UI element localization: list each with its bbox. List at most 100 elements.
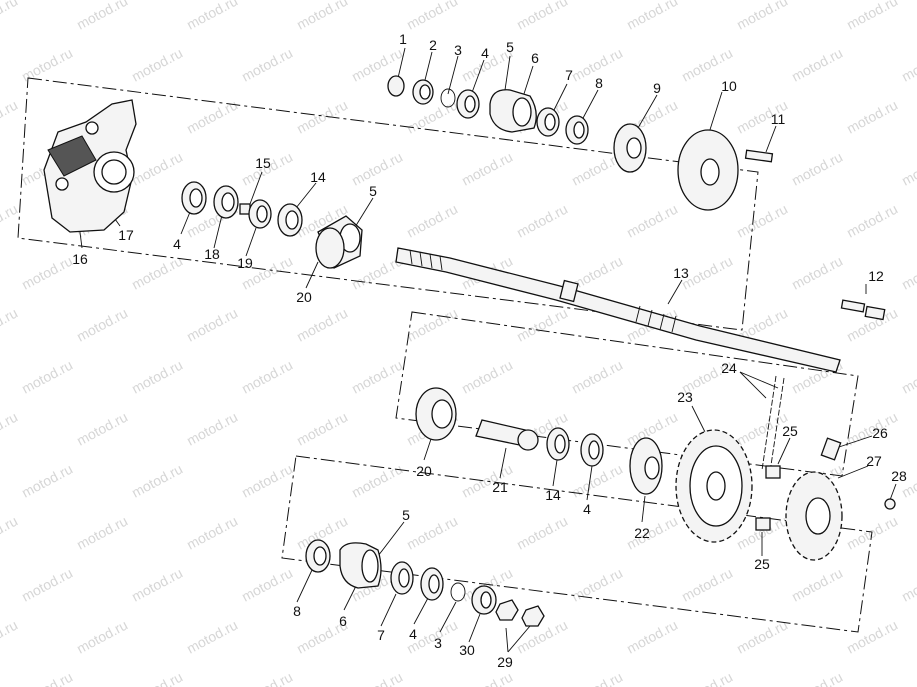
callout-28: 28 bbox=[891, 468, 907, 484]
watermark-text: motod.ru bbox=[679, 565, 735, 605]
callout-21: 21 bbox=[492, 479, 508, 495]
watermark-text: motod.ru bbox=[899, 565, 917, 605]
watermark-text: motod.ru bbox=[899, 669, 917, 687]
watermark-text: motod.ru bbox=[899, 45, 917, 85]
watermark-text: motod.ru bbox=[514, 617, 570, 657]
watermark-text: motod.ru bbox=[349, 149, 405, 189]
callout-4-mid: 4 bbox=[583, 501, 591, 517]
watermark-text: motod.ru bbox=[404, 201, 460, 241]
watermark-text: motod.ru bbox=[404, 513, 460, 553]
callout-25: 25 bbox=[782, 423, 798, 439]
callout-22: 22 bbox=[634, 525, 650, 541]
watermark-text: motod.ru bbox=[459, 669, 515, 687]
watermark-text: motod.ru bbox=[184, 617, 240, 657]
watermark-text: motod.ru bbox=[294, 409, 350, 449]
watermark-text: motod.ru bbox=[0, 97, 20, 137]
callout-29: 29 bbox=[497, 654, 513, 670]
watermark-text: motod.ru bbox=[129, 461, 185, 501]
callout-7-low: 7 bbox=[377, 627, 385, 643]
callout-5-low: 5 bbox=[402, 507, 410, 523]
callout-20: 20 bbox=[296, 289, 312, 305]
rear-sprocket bbox=[675, 429, 753, 543]
watermark-text: motod.ru bbox=[734, 0, 790, 33]
watermark-text: motod.ru bbox=[569, 669, 625, 687]
watermark-text: motod.ru bbox=[239, 357, 295, 397]
watermark-text: motod.ru bbox=[569, 357, 625, 397]
callout-4-left: 4 bbox=[173, 236, 181, 252]
axle-shaft bbox=[395, 247, 841, 373]
callout-10: 10 bbox=[721, 78, 737, 94]
watermark-text: motod.ru bbox=[129, 669, 185, 687]
watermark-text: motod.ru bbox=[74, 617, 130, 657]
watermark-text: motod.ru bbox=[789, 669, 845, 687]
watermark-text: motod.ru bbox=[74, 513, 130, 553]
watermark-text: motod.ru bbox=[19, 357, 75, 397]
watermark-text: motod.ru bbox=[129, 253, 185, 293]
callout-5: 5 bbox=[506, 39, 514, 55]
watermark-text: motod.ru bbox=[899, 357, 917, 397]
watermark-text: motod.ru bbox=[239, 565, 295, 605]
callout-12: 12 bbox=[868, 268, 884, 284]
brake-caliper-bracket bbox=[43, 99, 137, 233]
watermark-text: motod.ru bbox=[184, 513, 240, 553]
watermark-text: motod.ru bbox=[789, 253, 845, 293]
watermark-text: motod.ru bbox=[239, 669, 295, 687]
callout-6: 6 bbox=[531, 50, 539, 66]
callout-13: 13 bbox=[673, 265, 689, 281]
master-link-clip bbox=[840, 299, 886, 321]
watermark-text: motod.ru bbox=[624, 0, 680, 33]
watermark-text: motod.ru bbox=[129, 565, 185, 605]
callout-24: 24 bbox=[721, 360, 737, 376]
watermark-text: motod.ru bbox=[19, 45, 75, 85]
watermark-text: motod.ru bbox=[404, 0, 460, 33]
watermark-text: motod.ru bbox=[184, 409, 240, 449]
callout-30: 30 bbox=[459, 642, 475, 658]
watermark-text: motod.ru bbox=[679, 669, 735, 687]
watermark-text: motod.ru bbox=[184, 0, 240, 33]
callout-14: 14 bbox=[310, 169, 326, 185]
watermark-text: motod.ru bbox=[239, 45, 295, 85]
watermark-text: motod.ru bbox=[294, 0, 350, 33]
watermark-text: motod.ru bbox=[899, 253, 917, 293]
callout-2: 2 bbox=[429, 37, 437, 53]
watermark-text: motod.ru bbox=[0, 0, 20, 33]
middle-row-parts bbox=[415, 387, 663, 495]
callout-27: 27 bbox=[866, 453, 882, 469]
watermark-text: motod.ru bbox=[129, 45, 185, 85]
watermark-text: motod.ru bbox=[349, 669, 405, 687]
watermark-text: motod.ru bbox=[294, 97, 350, 137]
watermark-text: motod.ru bbox=[844, 97, 900, 137]
watermark-text: motod.ru bbox=[0, 513, 20, 553]
watermark-text: motod.ru bbox=[789, 565, 845, 605]
watermark-text: motod.ru bbox=[129, 149, 185, 189]
watermark-text: motod.ru bbox=[349, 357, 405, 397]
watermark-text: motod.ru bbox=[844, 617, 900, 657]
callout-14-mid: 14 bbox=[545, 487, 561, 503]
watermark-text: motod.ru bbox=[899, 149, 917, 189]
watermark-text: motod.ru bbox=[294, 305, 350, 345]
watermark-text: motod.ru bbox=[239, 461, 295, 501]
watermark-text: motod.ru bbox=[624, 513, 680, 553]
bottom-row-parts bbox=[305, 539, 545, 627]
callout-1: 1 bbox=[399, 31, 407, 47]
watermark-text: motod.ru bbox=[19, 461, 75, 501]
callout-18: 18 bbox=[204, 246, 220, 262]
watermark-text: motod.ru bbox=[624, 617, 680, 657]
callout-16: 16 bbox=[72, 251, 88, 267]
watermark-text: motod.ru bbox=[74, 305, 130, 345]
watermark-text: motod.ru bbox=[74, 0, 130, 33]
callout-11: 11 bbox=[771, 111, 786, 127]
watermark-text: motod.ru bbox=[514, 305, 570, 345]
watermark-text: motod.ru bbox=[404, 305, 460, 345]
watermark-text: motod.ru bbox=[404, 97, 460, 137]
callout-4-low: 4 bbox=[409, 626, 417, 642]
watermark-text: motod.ru bbox=[0, 201, 20, 241]
callout-20-mid: 20 bbox=[416, 463, 432, 479]
watermark-text: motod.ru bbox=[514, 201, 570, 241]
top-row-parts bbox=[387, 75, 774, 211]
callout-8: 8 bbox=[595, 75, 603, 91]
watermark-text: motod.ru bbox=[19, 253, 75, 293]
watermark-text: motod.ru bbox=[459, 149, 515, 189]
callout-4: 4 bbox=[481, 45, 489, 61]
watermark-text: motod.ru bbox=[184, 97, 240, 137]
